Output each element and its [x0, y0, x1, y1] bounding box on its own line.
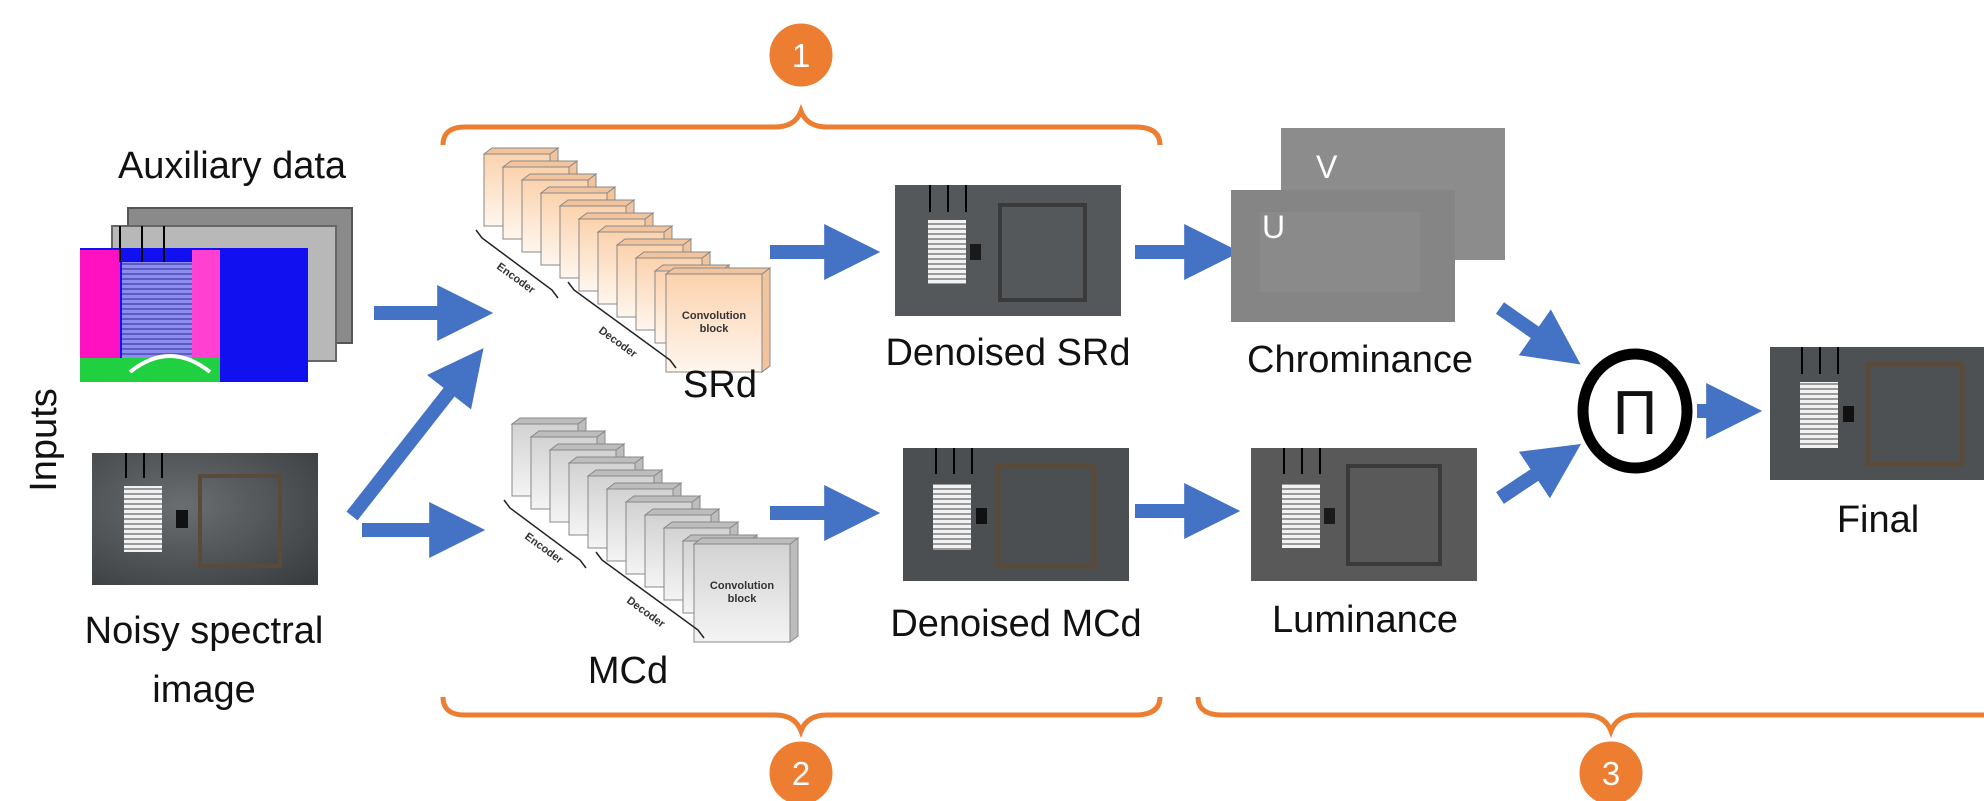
badge-2-text: 2	[792, 755, 810, 792]
srd-decoder-label: Decoder	[596, 325, 639, 361]
arrow-chrominance-to-product	[1495, 302, 1581, 365]
step-badge-2: 2	[766, 738, 836, 801]
badge-3-text: 3	[1602, 755, 1620, 792]
step-badge-1: 1	[766, 20, 836, 90]
noisy-image-label-line1: Noisy spectral	[85, 610, 324, 652]
noisy-spectral-image	[92, 453, 318, 585]
chrominance-u-image: U	[1231, 190, 1455, 322]
mcd-label: MCd	[588, 650, 668, 692]
auxiliary-data-image-stack	[80, 207, 353, 382]
mcd-decoder-label: Decoder	[624, 595, 667, 631]
u-channel-label: U	[1262, 209, 1285, 245]
mcd-conv-label-1: Convolution	[710, 580, 774, 592]
inputs-label: Inputs	[23, 388, 65, 492]
denoised-mcd-image	[903, 448, 1129, 581]
product-symbol-text: Π	[1613, 379, 1658, 448]
denoised-srd-image	[895, 185, 1121, 316]
srd-label: SRd	[683, 364, 757, 406]
arrow-luminance-to-product	[1496, 444, 1581, 504]
brace-bottom-2	[440, 696, 1163, 739]
arrow-noisy-to-srd	[346, 348, 484, 521]
mcd-decoder-bracket	[595, 551, 705, 639]
noisy-image-label-line2: image	[152, 669, 256, 711]
final-image	[1770, 347, 1984, 480]
luminance-label: Luminance	[1272, 599, 1458, 641]
srd-conv-label-2: block	[700, 323, 730, 335]
srd-encoder-bracket	[475, 229, 559, 299]
brace-bottom-3	[1195, 696, 1984, 739]
badge-1-text: 1	[792, 37, 810, 74]
srd-encoder-label: Encoder	[494, 261, 537, 297]
mcd-conv-label-2: block	[728, 593, 758, 605]
denoised-srd-label: Denoised SRd	[885, 332, 1130, 374]
final-label: Final	[1837, 499, 1919, 541]
product-symbol-icon: Π	[1577, 348, 1693, 474]
srd-conv-label-1: Convolution	[682, 310, 746, 322]
srd-decoder-bracket	[567, 281, 677, 369]
chrominance-label: Chrominance	[1247, 339, 1473, 381]
luminance-image	[1251, 448, 1477, 581]
auxiliary-normal-map-image	[80, 226, 308, 382]
v-channel-label: V	[1316, 149, 1338, 185]
brace-top-1	[440, 103, 1163, 146]
mcd-encoder-label: Encoder	[522, 531, 565, 567]
mcd-encoder-bracket	[503, 499, 587, 569]
step-badge-3: 3	[1576, 738, 1646, 801]
auxiliary-data-label: Auxiliary data	[118, 145, 347, 187]
denoised-mcd-label: Denoised MCd	[890, 603, 1141, 645]
